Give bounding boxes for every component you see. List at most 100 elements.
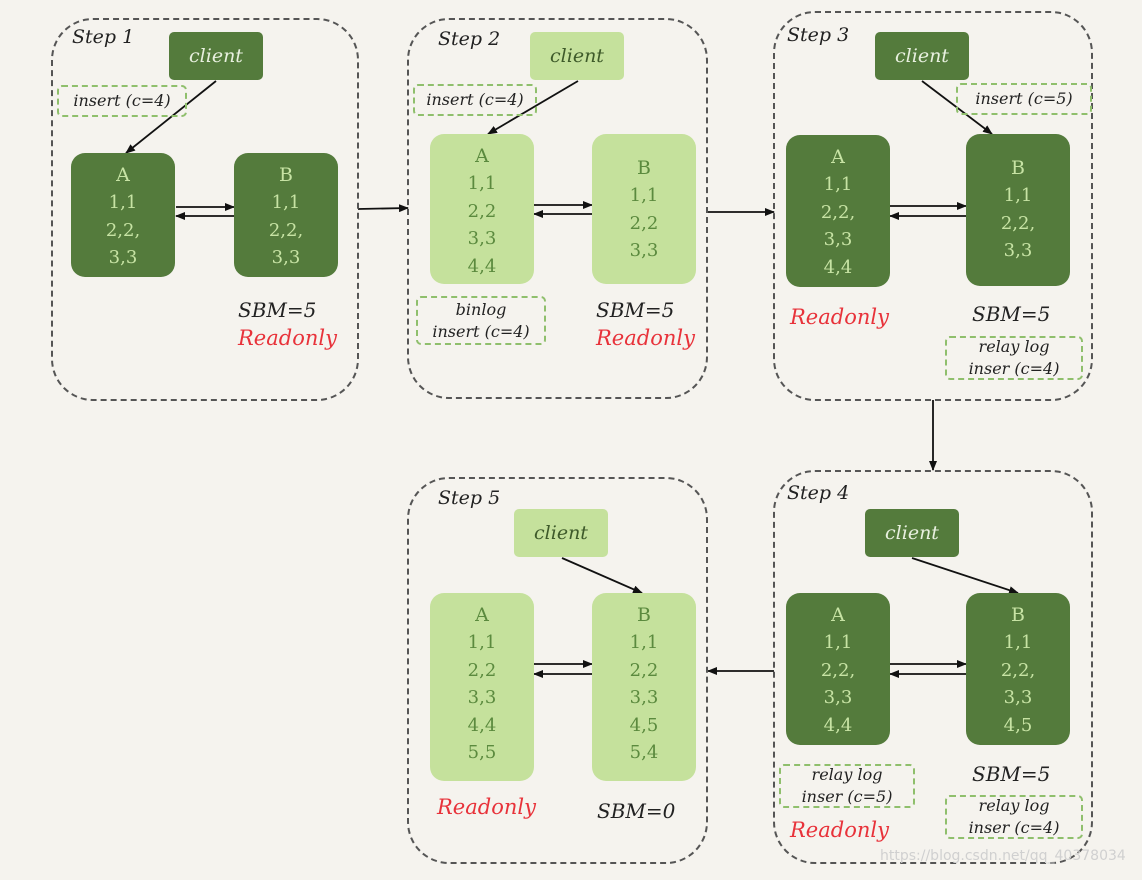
step-3-panel: [773, 11, 1093, 401]
node-name: A: [831, 146, 845, 168]
step-2-client: client: [530, 32, 624, 80]
node-row: 3,3: [629, 240, 659, 261]
step-5-sbm: SBM=0: [597, 799, 676, 823]
step-2-binlog-note: binlog insert (c=4): [416, 296, 546, 345]
node-row: 3,3: [823, 687, 853, 708]
step-5-label: Step 5: [438, 487, 501, 509]
node-name: A: [831, 604, 845, 626]
step-3-insert-note: insert (c=5): [956, 83, 1092, 115]
node-row: 2,2: [629, 659, 659, 681]
step-5-readonly: Readonly: [437, 795, 536, 819]
step-2-insert-note: insert (c=4): [413, 84, 537, 116]
step-1-sbm: SBM=5: [238, 298, 317, 322]
node-row: 1,1: [823, 174, 853, 195]
step-3-readonly: Readonly: [790, 305, 889, 329]
step-3-client: client: [875, 32, 969, 80]
step-3-relay-note: relay log inser (c=4): [945, 336, 1083, 380]
node-row: 1,1: [823, 632, 853, 653]
node-row: 2,2: [467, 200, 497, 222]
node-name: B: [279, 164, 293, 186]
step-5-node-b: B 1,1 2,2 3,3 4,5 5,4: [592, 593, 696, 781]
step-2-panel: [407, 18, 708, 399]
step-3-label: Step 3: [787, 24, 850, 46]
node-row: 2,2: [467, 659, 497, 681]
node-row: 2,2: [629, 212, 659, 234]
relay-line: inser (c=5): [801, 787, 893, 806]
step-5-panel: [407, 477, 708, 864]
step-1-readonly: Readonly: [238, 326, 337, 350]
relay-line: relay log: [978, 337, 1050, 356]
node-row: 3,3: [467, 228, 497, 249]
node-name: A: [116, 164, 130, 186]
step-4-readonly: Readonly: [790, 818, 889, 842]
binlog-line: binlog: [455, 299, 507, 319]
step-4-sbm: SBM=5: [972, 762, 1051, 786]
step-4-relay-note-b: relay log inser (c=4): [945, 795, 1083, 839]
step-2-readonly: Readonly: [596, 326, 695, 350]
relay-line: relay log: [978, 796, 1050, 815]
node-row: 2,2,: [105, 219, 141, 241]
watermark-text: https://blog.csdn.net/qq_40378034: [880, 848, 1126, 864]
node-row: 3,3: [108, 247, 138, 268]
step-1-client: client: [169, 32, 263, 80]
node-row: 5,5: [467, 742, 497, 763]
arrow-client-to-b-step5: [561, 557, 643, 594]
node-name: B: [1011, 604, 1025, 626]
flow-arrow-step1-to-step2: [357, 204, 409, 213]
node-row: 2,2,: [1000, 659, 1036, 681]
step-2-sbm: SBM=5: [596, 298, 675, 322]
node-row: 1,1: [271, 192, 301, 213]
step-4-panel: [773, 470, 1093, 864]
node-row: 3,3: [823, 229, 853, 250]
node-row: 1,1: [467, 632, 497, 653]
node-row: 1,1: [1003, 185, 1033, 206]
step-5-client: client: [514, 509, 608, 557]
node-name: B: [637, 604, 651, 626]
node-row: 1,1: [108, 192, 138, 213]
node-row: 4,4: [467, 714, 497, 736]
step-3-sbm: SBM=5: [972, 302, 1051, 326]
binlog-line: insert (c=4): [432, 321, 530, 341]
node-row: 2,2,: [820, 659, 856, 681]
node-row: 4,4: [467, 255, 497, 277]
node-row: 1,1: [629, 185, 659, 206]
node-row: 5,4: [629, 742, 659, 763]
step-1-node-b: B 1,1 2,2, 3,3: [234, 153, 338, 277]
node-row: 3,3: [271, 247, 301, 268]
step-4-node-a: A 1,1 2,2, 3,3 4,4: [786, 593, 890, 745]
relay-line: inser (c=4): [968, 818, 1060, 837]
step-4-client: client: [865, 509, 959, 557]
step-3-node-a: A 1,1 2,2, 3,3 4,4: [786, 135, 890, 287]
node-row: 1,1: [467, 173, 497, 194]
step-3-node-b: B 1,1 2,2, 3,3: [966, 134, 1070, 286]
step-1-insert-note: insert (c=4): [57, 85, 187, 117]
step-2-node-b: B 1,1 2,2 3,3: [592, 134, 696, 284]
step-4-label: Step 4: [787, 482, 850, 504]
node-row: 4,4: [823, 714, 853, 736]
node-row: 3,3: [1003, 687, 1033, 708]
node-row: 4,5: [629, 714, 659, 736]
arrow-client-to-a-step1: [125, 80, 217, 154]
step-1-panel: [51, 18, 359, 401]
node-row: 3,3: [629, 687, 659, 708]
node-row: 2,2,: [268, 219, 304, 241]
step-1-label: Step 1: [72, 26, 135, 48]
relay-line: relay log: [811, 765, 883, 784]
arrow-client-to-b-step4: [911, 557, 1019, 594]
node-name: B: [1011, 157, 1025, 179]
step-4-node-b: B 1,1 2,2, 3,3 4,5: [966, 593, 1070, 745]
node-row: 3,3: [1003, 240, 1033, 261]
step-4-relay-note-a: relay log inser (c=5): [779, 764, 915, 808]
step-5-node-a: A 1,1 2,2 3,3 4,4 5,5: [430, 593, 534, 781]
node-row: 2,2,: [1000, 212, 1036, 234]
node-row: 1,1: [629, 632, 659, 653]
node-name: B: [637, 157, 651, 179]
node-name: A: [475, 145, 489, 167]
relay-line: inser (c=4): [968, 359, 1060, 378]
arrow-client-to-a-step2: [487, 80, 579, 135]
node-row: 4,5: [1003, 714, 1033, 736]
step-2-node-a: A 1,1 2,2 3,3 4,4: [430, 134, 534, 284]
node-name: A: [475, 604, 489, 626]
node-row: 2,2,: [820, 201, 856, 223]
step-2-label: Step 2: [438, 28, 501, 50]
